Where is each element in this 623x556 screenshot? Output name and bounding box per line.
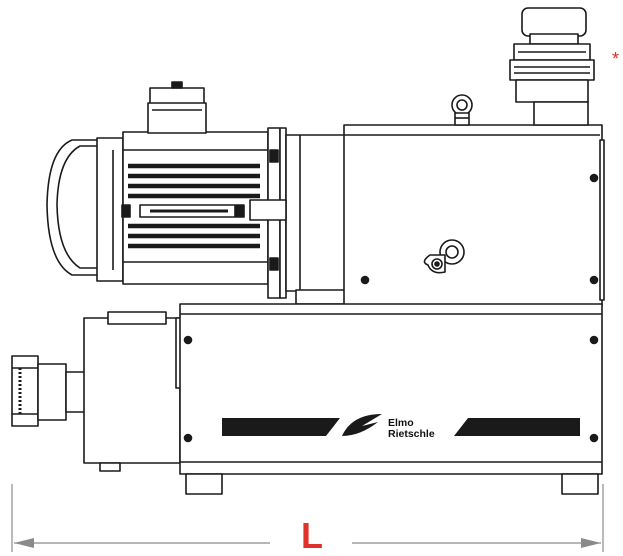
- tank-screw: [183, 433, 193, 443]
- housing-screw: [360, 275, 370, 285]
- motor-fan-cover: [46, 139, 99, 276]
- inlet-connection: [11, 355, 87, 427]
- brand-stripe-left: [222, 418, 340, 436]
- pump-feet: [185, 473, 599, 495]
- dimension-arrow-right: [581, 538, 601, 548]
- brand-name-line1: Elmo: [388, 417, 414, 429]
- brand-name-line2: Rietschle: [388, 428, 435, 440]
- inlet-filter-box: [83, 311, 183, 472]
- motor-cooling-fins: [128, 163, 260, 249]
- footnote-asterisk: *: [612, 49, 620, 69]
- housing-screw: [589, 173, 599, 183]
- pump-housing: [343, 124, 605, 306]
- exhaust-filter: [509, 7, 595, 126]
- lifting-eye: [451, 94, 473, 126]
- brand-wordmark: Elmo Rietschle: [388, 418, 435, 440]
- dimension-line-l: [11, 484, 604, 552]
- dimension-label: L: [301, 515, 323, 556]
- brand-logo-swoosh: [342, 414, 382, 436]
- motor-body: [96, 131, 269, 285]
- base-tank: [179, 303, 603, 475]
- tank-screw: [589, 433, 599, 443]
- terminal-box: [147, 81, 207, 134]
- tank-screw: [183, 335, 193, 345]
- brand-stripe-right: [454, 418, 580, 436]
- tank-screw: [589, 335, 599, 345]
- oil-sight-glass: [423, 239, 465, 274]
- coupling-flange: [249, 127, 351, 305]
- housing-screw: [589, 275, 599, 285]
- dimension-arrow-left: [14, 538, 34, 548]
